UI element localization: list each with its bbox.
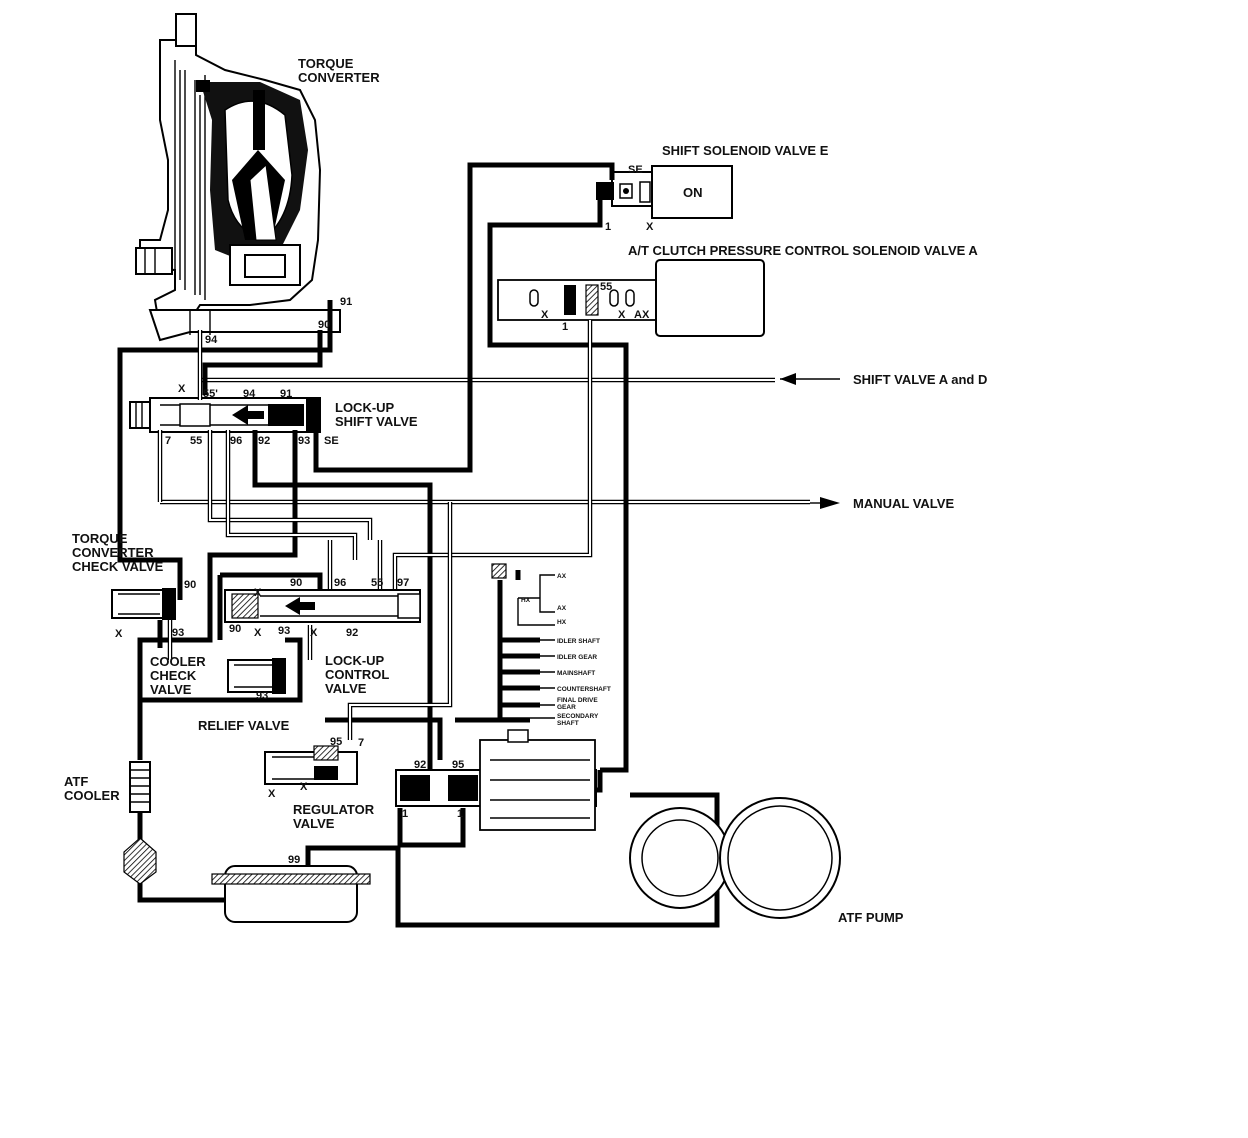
port-label: 94: [205, 334, 218, 346]
pressure-control-solenoid-a-label: A/T CLUTCH PRESSURE CONTROL SOLENOID VAL…: [628, 243, 978, 258]
port-label: 55: [190, 435, 202, 447]
port-label: 95: [452, 759, 464, 771]
lubrication-block: [491, 563, 555, 719]
port-label: X: [300, 781, 308, 793]
port-label: AX: [634, 309, 650, 321]
lockup-control-valve-label-line1: LOCK-UP: [325, 653, 385, 668]
lube-secondary-shaft: SHAFT: [557, 720, 579, 727]
lube-final-drive: FINAL DRIVE: [557, 697, 598, 704]
port-label: X: [254, 587, 262, 599]
torque-converter: [135, 13, 341, 342]
port-label: 99: [288, 854, 300, 866]
port-label: 90: [229, 623, 241, 635]
port-label: 96: [334, 577, 346, 589]
port-label: X: [115, 628, 123, 640]
atf-strainer: [211, 865, 371, 923]
manual-valve-label: MANUAL VALVE: [853, 496, 954, 511]
port-label: X: [541, 309, 549, 321]
lockup-control-valve-label-line3: VALVE: [325, 681, 367, 696]
relief-valve-label: RELIEF VALVE: [198, 718, 290, 733]
atf-cooler-label-line1: ATF: [64, 774, 88, 789]
external-lines: [160, 373, 840, 509]
port-label: 92: [346, 627, 358, 639]
cooler-check-valve-label-line1: COOLER: [150, 654, 206, 669]
lube-final-drive-gear: GEAR: [557, 704, 576, 711]
shift-solenoid-valve-e: [596, 165, 733, 219]
lube-idler-shift: IDLER SHAFT: [557, 638, 600, 645]
relief-valve: [264, 745, 358, 785]
port-label: 1: [457, 808, 463, 820]
port-label: 1: [605, 221, 611, 233]
port-label: SE: [628, 164, 643, 176]
lube-countershaft: COUNTERSHAFT: [557, 686, 611, 693]
port-numbers: 91 90 94 SE 1 X 55 X 1 X AX X 55' 94 91 …: [115, 164, 654, 866]
shift-valve-ad-label: SHIFT VALVE A and D: [853, 372, 987, 387]
cooler-check-valve: [227, 658, 286, 694]
port-label: 7: [165, 435, 171, 447]
cooler-check-valve-label-line3: VALVE: [150, 682, 192, 697]
lockup-shift-valve: [129, 397, 321, 433]
port-label: 55: [371, 577, 383, 589]
port-label: 97: [397, 577, 409, 589]
lube-idler-gear: IDLER GEAR: [557, 654, 597, 661]
tc-check-valve-label-line1: TORQUE: [72, 531, 128, 546]
ax-label-2: AX: [557, 605, 567, 612]
atf-pump-label: ATF PUMP: [838, 910, 904, 925]
ax-label-1: AX: [557, 573, 567, 580]
port-label: 91: [280, 388, 292, 400]
hx-label-2: HX: [557, 619, 567, 626]
cooler-check-valve-label-line2: CHECK: [150, 668, 197, 683]
lube-secondary: SECONDARY: [557, 713, 599, 720]
lockup-shift-valve-label-line1: LOCK-UP: [335, 400, 395, 415]
port-label: X: [618, 309, 626, 321]
atf-cooler: [123, 761, 157, 885]
lockup-shift-valve-label-line2: SHIFT VALVE: [335, 414, 418, 429]
port-label: 55: [600, 281, 612, 293]
port-label: 90: [184, 579, 196, 591]
open-lines: [157, 320, 593, 740]
atf-cooler-label-line2: COOLER: [64, 788, 120, 803]
lube-mainshaft: MAINSHAFT: [557, 670, 595, 677]
port-label: X: [178, 383, 186, 395]
port-label: 92: [258, 435, 270, 447]
port-label: 93: [278, 625, 290, 637]
hx-label-1: HX: [521, 597, 531, 604]
port-label: 94: [243, 388, 256, 400]
tc-check-valve-label-line3: CHECK VALVE: [72, 559, 164, 574]
port-label: 90: [290, 577, 302, 589]
regulator-valve-label-line1: REGULATOR: [293, 802, 375, 817]
regulator-valve-label-line2: VALVE: [293, 816, 335, 831]
port-label: 91: [340, 296, 352, 308]
port-label: X: [646, 221, 654, 233]
port-label: 95: [330, 736, 342, 748]
port-label: 1: [562, 321, 568, 333]
solenoid-state-on: ON: [683, 185, 703, 200]
port-label: 93: [256, 690, 268, 702]
pressure-control-solenoid-a: [497, 259, 765, 337]
port-label: X: [254, 627, 262, 639]
atf-pump: [629, 797, 841, 919]
torque-converter-label-line1: TORQUE: [298, 56, 354, 71]
port-label: X: [268, 788, 276, 800]
port-label: 7: [358, 737, 364, 749]
port-label: X: [310, 627, 318, 639]
torque-converter-check-valve: [111, 588, 176, 620]
port-label: SE: [324, 435, 339, 447]
port-label: 55': [203, 388, 218, 400]
port-label: 1: [402, 808, 408, 820]
regulator-valve: [395, 729, 597, 831]
tc-check-valve-label-line2: CONVERTER: [72, 545, 154, 560]
lockup-control-valve-label-line2: CONTROL: [325, 667, 389, 682]
shift-solenoid-valve-e-label: SHIFT SOLENOID VALVE E: [662, 143, 829, 158]
port-label: 93: [172, 627, 184, 639]
port-label: 90: [318, 319, 330, 331]
port-label: 92: [414, 759, 426, 771]
torque-converter-label-line2: CONVERTER: [298, 70, 380, 85]
port-label: 96: [230, 435, 242, 447]
lockup-control-valve: [224, 589, 421, 623]
port-label: 93: [298, 435, 310, 447]
